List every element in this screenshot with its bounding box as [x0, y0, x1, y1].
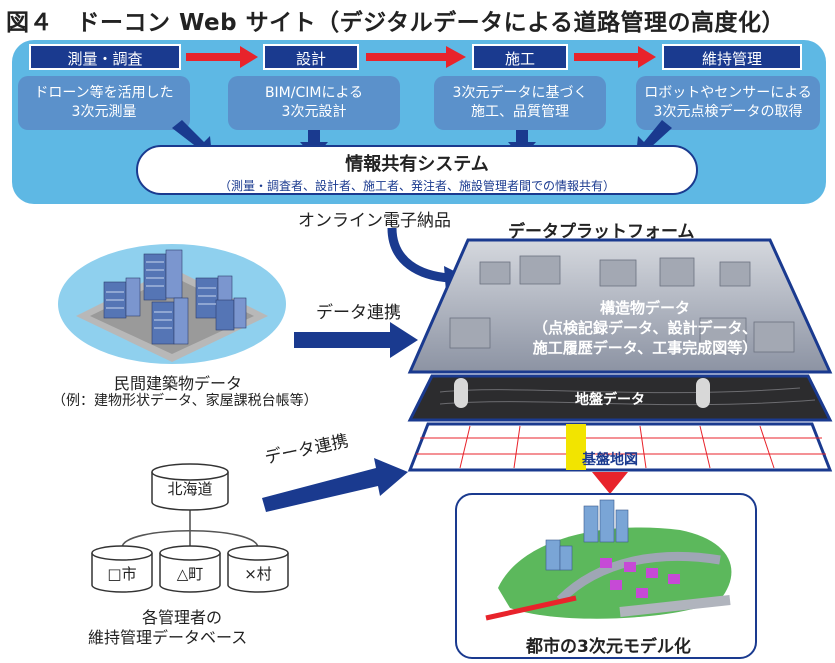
database-label: ×村 — [244, 565, 272, 583]
info-system-subtitle: （測量・調査者、設計者、施工者、発注者、施設管理者間での情報共有） — [218, 179, 615, 193]
ground-layer — [407, 374, 833, 422]
arrow-design-to-info — [300, 130, 328, 158]
private-buildings-illustration — [58, 244, 286, 364]
building-icon — [233, 297, 247, 329]
stage-desc-survey: ドローン等を活用した 3次元測量 — [18, 76, 190, 130]
database-label: □市 — [107, 565, 137, 583]
stage-desc-line: 施工、品質管理 — [470, 104, 569, 120]
structure-layer-line: 構造物データ — [599, 299, 690, 317]
info-system-title: 情報共有システム — [345, 154, 489, 175]
arrow-construction-to-info — [508, 130, 536, 158]
structure-layer-line: 施工履歴データ、工事完成図等） — [532, 339, 758, 357]
stage-label-maintenance: 維持管理 — [662, 44, 802, 70]
online-delivery-label: オンライン電子納品 — [298, 211, 451, 231]
structure-layer-line: （点検記録データ、設計データ、 — [532, 319, 758, 337]
stage-desc-construction: 3次元データに基づく施工、品質管理 — [434, 76, 606, 130]
city-model-illustration — [485, 499, 732, 621]
page-title: 図４ ドーコン Web サイト（デジタルデータによる道路管理の高度化） — [6, 10, 785, 36]
city-model-label: 都市の3次元モデル化 — [526, 637, 691, 657]
database-hokkaido: 北海道 — [150, 462, 230, 512]
stage-desc-design: BIM/CIMによる 3次元設計 — [228, 76, 400, 130]
stage-desc-line: 3次元測量 — [71, 104, 137, 120]
database-village: ×村 — [226, 544, 290, 594]
stage-label-construction: 施工 — [472, 44, 568, 70]
database-caption-line2: 維持管理データベース — [88, 628, 248, 647]
stage-desc-line: ロボットやセンサーによる — [644, 85, 812, 101]
data-link-label-buildings: データ連携 — [316, 303, 401, 323]
structure-buildings — [449, 255, 795, 353]
info-sharing-system: 情報共有システム （測量・調査者、設計者、施工者、発注者、施設管理者間での情報共… — [136, 145, 698, 195]
structure-layer-detail: （点検記録データ、設計データ、 施工履歴データ、工事完成図等） — [480, 318, 810, 358]
stage-desc-line: ドローン等を活用した — [34, 85, 174, 101]
building-icon — [173, 297, 189, 345]
stage-desc-line: BIM/CIMによる — [264, 85, 364, 101]
database-city: □市 — [90, 544, 154, 594]
stage-label-design: 設計 — [263, 44, 359, 70]
flow-arrows — [186, 46, 656, 68]
data-link-arrow-buildings — [294, 322, 418, 358]
database-label: 北海道 — [167, 480, 213, 498]
structure-layer-label: 構造物データ — [540, 298, 750, 318]
database-caption-line1: 各管理者の — [142, 608, 223, 627]
stage-desc-line: 3次元データに基づく — [452, 85, 588, 101]
ground-layer-label: 地盤データ — [575, 392, 645, 408]
stage-desc-line: 3次元設計 — [281, 104, 347, 120]
private-buildings-title: 民間建築物データ — [114, 374, 243, 393]
database-town: △町 — [158, 544, 222, 594]
building-icon — [125, 277, 141, 317]
data-link-arrow-databases — [262, 458, 408, 512]
arrow-to-city-model — [592, 472, 628, 494]
flow-arrow-1 — [186, 46, 258, 68]
database-label: △町 — [176, 565, 204, 583]
stage-label-survey: 測量・調査 — [29, 44, 181, 70]
base-map-layer-label: 基盤地図 — [582, 452, 638, 468]
private-buildings-subtitle: （例：建物形状データ、家屋課税台帳等） — [52, 393, 318, 409]
platform-title: データプラットフォーム — [508, 222, 695, 242]
stage-desc-line: 3次元点検データの取得 — [653, 104, 803, 120]
flow-arrow-3 — [574, 46, 656, 68]
stage-desc-maintenance: ロボットやセンサーによる 3次元点検データの取得 — [636, 76, 820, 130]
flow-arrow-2 — [366, 46, 466, 68]
